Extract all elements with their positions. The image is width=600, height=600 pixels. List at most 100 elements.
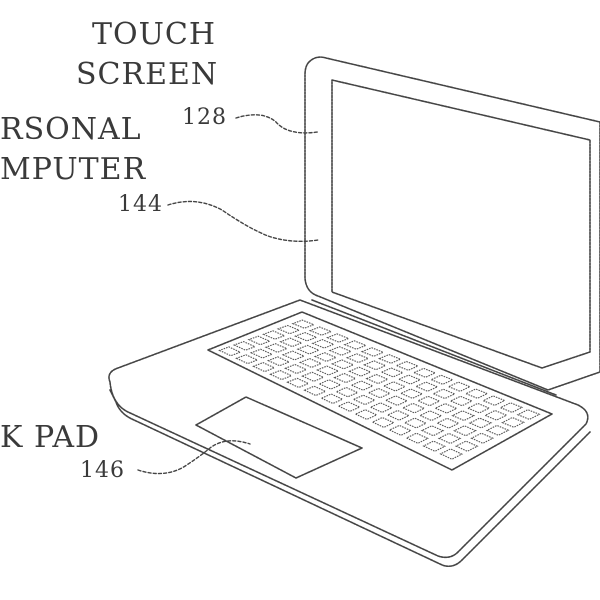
- keyboard-key: [247, 335, 272, 346]
- keyboard-key: [485, 424, 510, 436]
- keyboard-key: [345, 353, 370, 364]
- keyboard-key: [412, 367, 437, 378]
- keyboard-key: [470, 432, 495, 444]
- keyboard-key: [439, 448, 464, 460]
- touch-screen: [331, 79, 591, 369]
- display-lid: [304, 56, 600, 391]
- keyboard-key: [350, 380, 375, 391]
- keyboard-key: [432, 388, 457, 400]
- keyboard-key: [279, 337, 304, 348]
- personal-computer-label-line1: RSONAL: [0, 112, 142, 147]
- personal-computer-label-line2: MPUTER: [0, 152, 147, 187]
- keyboard-key: [291, 319, 316, 329]
- keyboard-key: [468, 417, 493, 429]
- leader-touch-screen: [235, 114, 319, 134]
- keyboard-key: [395, 360, 420, 371]
- keyboard-key: [377, 354, 402, 364]
- keyboard-key: [483, 409, 508, 421]
- keyboard-key: [384, 395, 409, 407]
- keyboard-key: [367, 387, 392, 399]
- base-top: [108, 299, 589, 559]
- keyboard-key: [328, 346, 353, 356]
- keyboard-key: [218, 346, 242, 357]
- keyboard-key: [354, 409, 378, 421]
- keyboard-key: [454, 440, 479, 452]
- keyboard-key: [249, 348, 274, 359]
- track-pad-ref: 146: [80, 458, 125, 483]
- keyboard-key: [397, 374, 422, 385]
- leader-track-pad: [137, 440, 251, 475]
- keyboard-key: [418, 410, 443, 422]
- touch-screen-ref: 128: [182, 105, 227, 130]
- keyboard-key: [343, 340, 368, 350]
- keyboard-key: [252, 362, 276, 373]
- track-pad-label: K PAD: [0, 420, 101, 455]
- keyboard-key: [352, 394, 377, 406]
- keyboard-key: [466, 402, 491, 414]
- keyboard-key: [451, 410, 476, 422]
- keyboard-key: [388, 424, 412, 436]
- keyboard-key: [294, 332, 318, 342]
- keyboard-key: [401, 402, 426, 414]
- touch-screen-label-line2: SCREEN: [76, 57, 219, 92]
- keyboard-key: [501, 416, 526, 428]
- keyboard-key: [360, 347, 385, 357]
- keyboard-key: [269, 369, 293, 381]
- keyboard-key: [380, 367, 405, 378]
- keyboard-key: [447, 381, 472, 392]
- track-pad: [195, 396, 363, 479]
- keyboard-key: [516, 409, 541, 421]
- keyboard-key: [337, 401, 361, 413]
- keyboard-key: [303, 385, 327, 397]
- keyboard-key: [276, 324, 301, 335]
- hinge: [311, 299, 557, 396]
- keyboard-key: [286, 377, 310, 389]
- keyboard-key: [499, 402, 524, 414]
- keyboard-key: [232, 341, 257, 351]
- keyboard: [207, 311, 553, 471]
- leader-personal-computer: [167, 200, 319, 243]
- keyboard-key: [365, 373, 390, 385]
- keyboard-key: [266, 356, 291, 367]
- keyboard-key: [315, 365, 340, 376]
- keyboard-key: [348, 366, 372, 377]
- keyboard-key: [326, 333, 350, 343]
- keyboard-key: [403, 417, 428, 429]
- keyboard-key: [333, 372, 357, 384]
- keyboard-key: [235, 354, 259, 365]
- keyboard-key: [382, 381, 407, 392]
- base-edge: [109, 389, 591, 568]
- touch-screen-label-line1: TOUCH: [92, 17, 217, 52]
- keyboard-key: [362, 360, 387, 371]
- keyboard-key: [416, 395, 441, 407]
- keyboard-key: [399, 388, 424, 399]
- keyboard-key: [298, 358, 323, 368]
- keyboard-key: [437, 432, 462, 445]
- keyboard-key: [335, 386, 359, 398]
- keyboard-key: [281, 350, 306, 361]
- keyboard-key: [435, 417, 460, 429]
- keyboard-key: [264, 343, 289, 353]
- keyboard-key: [422, 440, 447, 452]
- personal-computer-ref: 144: [118, 192, 163, 217]
- keyboard-key: [420, 425, 445, 437]
- keyboard-key: [311, 339, 336, 349]
- keyboard-key: [481, 395, 506, 407]
- keyboard-key: [371, 416, 395, 429]
- keyboard-key: [301, 371, 325, 382]
- keyboard-key: [313, 352, 338, 362]
- keyboard-key: [405, 432, 429, 444]
- keyboard-key: [369, 402, 394, 414]
- keyboard-key: [434, 402, 458, 414]
- keyboard-key: [386, 409, 411, 421]
- keyboard-key: [262, 330, 286, 340]
- keyboard-key: [453, 425, 477, 437]
- keyboard-key: [464, 388, 489, 399]
- keyboard-key: [429, 374, 454, 385]
- keyboard-key: [318, 379, 342, 390]
- keyboard-key: [296, 344, 321, 355]
- keyboard-key: [414, 381, 439, 392]
- keyboard-keys: [218, 319, 541, 460]
